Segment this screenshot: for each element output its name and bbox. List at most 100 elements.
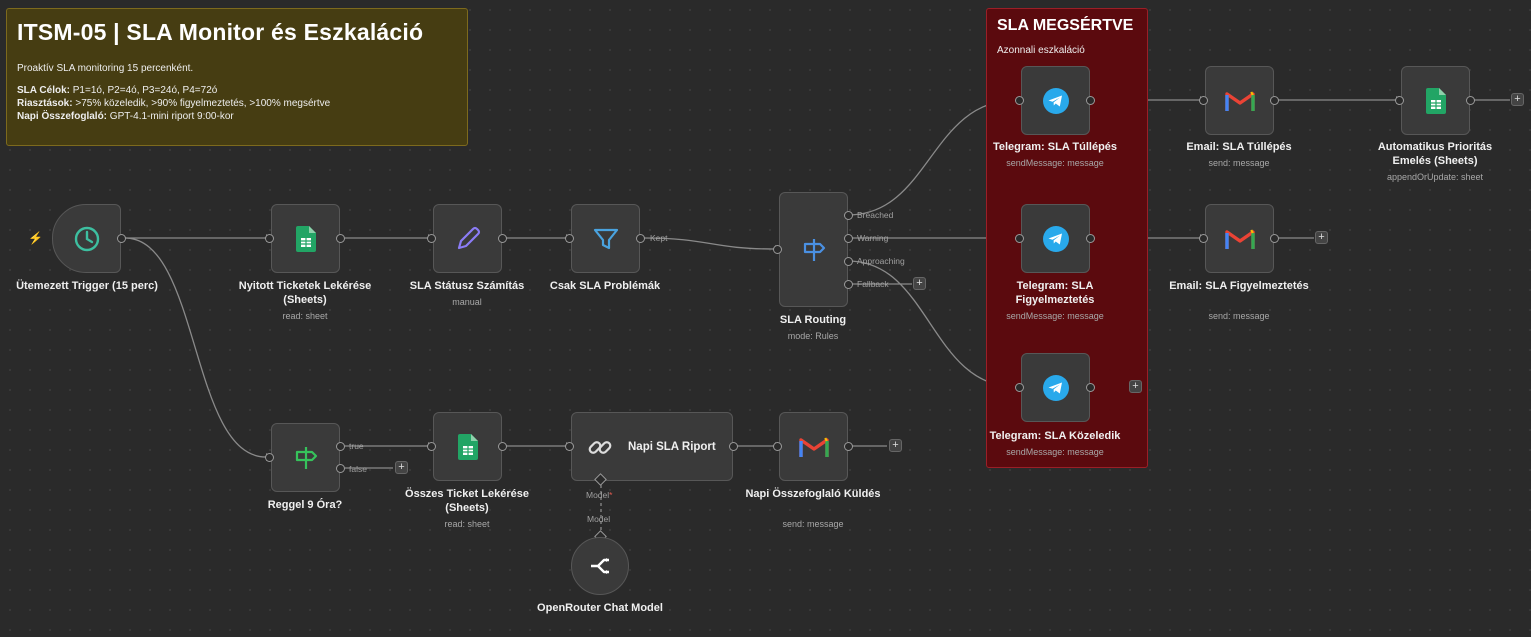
node-sla-routing[interactable] (779, 192, 848, 307)
node-openrouter-chat-model[interactable] (571, 537, 629, 595)
node-schedule-trigger[interactable] (52, 204, 121, 273)
telegram-icon (1042, 374, 1069, 401)
sticky-line-alerts: Riasztások: >75% közeledik, >90% figyelm… (17, 98, 331, 109)
node-daily-sla-report[interactable]: Napi SLA Riport (571, 412, 733, 481)
output-port[interactable] (1270, 234, 1279, 243)
clock-icon (74, 226, 99, 251)
edge-label-true: true (349, 441, 364, 451)
edge-label-fallback: Fallback (857, 279, 889, 289)
output-port[interactable] (1270, 96, 1279, 105)
edge-label-breached: Breached (857, 210, 894, 220)
input-port[interactable] (1015, 383, 1024, 392)
edge-label-kept: Kept (650, 233, 668, 243)
node-label: Telegram: SLA Figyelmeztetés (1015, 280, 1095, 306)
output-port[interactable] (729, 442, 738, 451)
node-label: SLA Routing (779, 314, 847, 326)
input-port[interactable] (265, 453, 274, 462)
node-filter-sla-problems[interactable] (571, 204, 640, 273)
node-daily-summary-send[interactable] (779, 412, 848, 481)
input-port[interactable] (773, 245, 782, 254)
output-port[interactable] (844, 442, 853, 451)
output-port-true[interactable] (336, 442, 345, 451)
router-signpost-icon (803, 238, 825, 261)
input-port[interactable] (773, 442, 782, 451)
output-port[interactable] (117, 234, 126, 243)
input-port[interactable] (1015, 96, 1024, 105)
input-port[interactable] (565, 234, 574, 243)
edge-label-model-required: Model* (586, 490, 613, 500)
add-node-button[interactable]: + (1129, 380, 1142, 393)
router-signpost-icon (295, 446, 317, 469)
output-port-breached[interactable] (844, 211, 853, 220)
add-node-button[interactable]: + (889, 439, 902, 452)
input-port[interactable] (1199, 96, 1208, 105)
output-port-false[interactable] (336, 464, 345, 473)
input-port[interactable] (265, 234, 274, 243)
add-node-button[interactable]: + (1315, 231, 1328, 244)
node-label: Ütemezett Trigger (15 perc) (16, 280, 158, 292)
node-label: OpenRouter Chat Model (537, 602, 663, 614)
input-port[interactable] (565, 442, 574, 451)
add-node-button[interactable]: + (913, 277, 926, 290)
input-port[interactable] (1015, 234, 1024, 243)
output-port[interactable] (1086, 234, 1095, 243)
node-morning-if[interactable] (271, 423, 340, 492)
output-port-fallback[interactable] (844, 280, 853, 289)
lightning-icon: ⚡ (28, 231, 43, 245)
node-label: Napi SLA Riport (628, 440, 716, 453)
node-label: Nyitott Ticketek Lekérése (Sheets) (238, 280, 372, 306)
node-open-tickets[interactable] (271, 204, 340, 273)
node-subtitle: sendMessage: message (1006, 447, 1104, 457)
add-node-button[interactable]: + (1511, 93, 1524, 106)
node-label: Email: SLA Túllépés (1186, 141, 1292, 153)
output-port-warning[interactable] (844, 234, 853, 243)
gmail-icon (1224, 228, 1255, 249)
node-sla-status-calc[interactable] (433, 204, 502, 273)
add-node-button[interactable]: + (395, 461, 408, 474)
node-auto-priority[interactable] (1401, 66, 1470, 135)
edge-label-false: false (349, 464, 367, 474)
telegram-icon (1042, 225, 1069, 252)
input-port[interactable] (1395, 96, 1404, 105)
output-port[interactable] (498, 234, 507, 243)
node-label: Automatikus Prioritás Emelés (Sheets) (1377, 141, 1493, 167)
node-subtitle: sendMessage: message (1006, 311, 1104, 321)
google-sheets-icon (1425, 87, 1446, 114)
pencil-icon (457, 226, 480, 249)
google-sheets-icon (457, 433, 478, 460)
filter-icon (593, 228, 618, 249)
link-chain-icon (588, 440, 612, 454)
workflow-title: ITSM-05 | SLA Monitor és Eszkaláció (17, 19, 424, 45)
node-telegram-approaching[interactable] (1021, 353, 1090, 422)
node-telegram-breach[interactable] (1021, 66, 1090, 135)
sticky-line-daily: Napi Összefoglaló: GPT-4.1-mini riport 9… (17, 111, 234, 122)
node-subtitle: send: message (1208, 311, 1270, 321)
gmail-icon (798, 436, 829, 457)
output-port[interactable] (1086, 96, 1095, 105)
node-label: Összes Ticket Lekérése (Sheets) (405, 488, 529, 514)
input-port[interactable] (1199, 234, 1208, 243)
gmail-icon (1224, 90, 1255, 111)
node-email-breach[interactable] (1205, 66, 1274, 135)
output-port-approaching[interactable] (844, 257, 853, 266)
node-email-warning[interactable] (1205, 204, 1274, 273)
edge-label-model: Model (587, 514, 611, 524)
edge-label-warning: Warning (857, 233, 889, 243)
output-port[interactable] (1466, 96, 1475, 105)
output-port[interactable] (498, 442, 507, 451)
sticky-note-overview[interactable]: ITSM-05 | SLA Monitor és Eszkaláció Proa… (6, 8, 468, 146)
node-telegram-warning[interactable] (1021, 204, 1090, 273)
node-all-tickets[interactable] (433, 412, 502, 481)
input-port[interactable] (427, 442, 436, 451)
node-label: Reggel 9 Óra? (267, 499, 343, 511)
sticky-intro: Proaktív SLA monitoring 15 percenként. (17, 63, 194, 74)
google-sheets-icon (295, 225, 316, 252)
output-port[interactable] (1086, 383, 1095, 392)
output-port[interactable] (636, 234, 645, 243)
input-port[interactable] (427, 234, 436, 243)
output-port[interactable] (336, 234, 345, 243)
node-label: Telegram: SLA Túllépés (992, 141, 1118, 153)
node-subtitle: sendMessage: message (1006, 158, 1104, 168)
sticky-red-subtitle: Azonnali eszkaláció (997, 45, 1085, 56)
node-subtitle: appendOrUpdate: sheet (1386, 172, 1484, 182)
